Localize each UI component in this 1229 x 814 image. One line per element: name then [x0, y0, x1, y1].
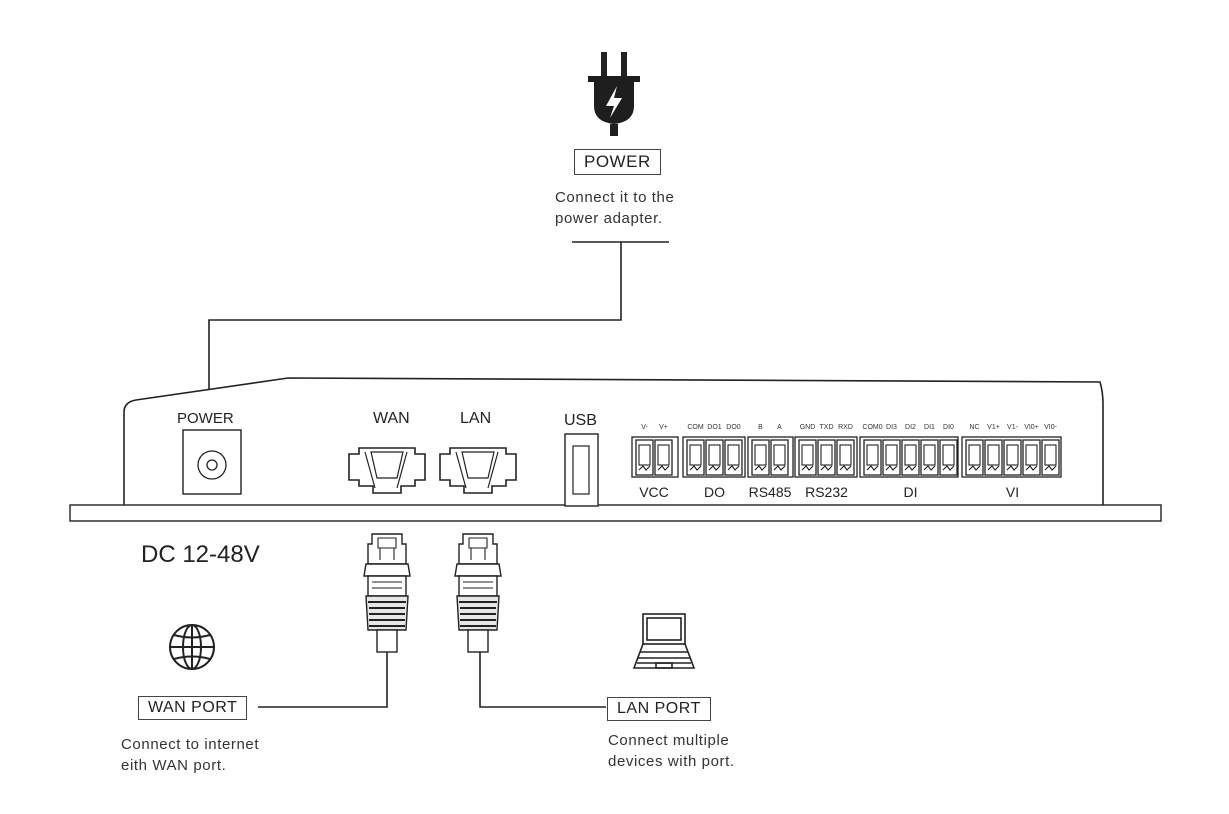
terminal-pin-vi-2 [1003, 439, 1022, 476]
terminal-pin-label: DI3 [886, 424, 897, 431]
terminal-pin-label: V1+ [987, 424, 1000, 431]
terminal-pin-vcc-1 [654, 439, 673, 476]
terminal-group-label-vcc: VCC [639, 484, 669, 500]
terminal-pin-label: V+ [659, 424, 668, 431]
wan-desc-line1: Connect to internet [121, 736, 260, 753]
terminal-group-label-di: DI [903, 484, 918, 500]
globe-icon [169, 624, 215, 670]
laptop-icon [632, 613, 696, 669]
terminal-pin-label: DI0 [943, 424, 954, 431]
terminal-pin-di-1 [882, 439, 901, 476]
power-desc-line2: power adapter. [555, 210, 663, 227]
wan-port-tag: WAN PORT [138, 696, 248, 720]
terminal-pin-label: GND [799, 424, 816, 431]
terminal-pin-rs232-1 [817, 439, 836, 476]
terminal-pin-label: DO1 [707, 424, 722, 431]
lan-desc-line2: devices with port. [608, 753, 735, 770]
lan-desc-line1: Connect multiple [608, 732, 730, 749]
terminal-pin-label: DI1 [924, 424, 935, 431]
terminal-group-label-rs485: RS485 [748, 484, 792, 500]
terminal-pin-vi-3 [1022, 439, 1041, 476]
terminal-group-label-do: DO [704, 484, 725, 500]
device-wan-label: WAN [373, 410, 410, 427]
terminal-pin-rs232-0 [798, 439, 817, 476]
terminal-pin-vi-4 [1041, 439, 1060, 476]
terminal-pin-label: V1- [1007, 424, 1018, 431]
terminal-pin-vi-1 [984, 439, 1003, 476]
terminal-pin-label: VI0+ [1024, 424, 1039, 431]
terminal-pin-vcc-0 [635, 439, 654, 476]
device-lan-label: LAN [460, 410, 492, 427]
terminal-pin-label: COM0 [862, 424, 883, 431]
terminal-pin-rs232-2 [836, 439, 855, 476]
terminal-pin-do-1 [705, 439, 724, 476]
power-tag: POWER [574, 149, 661, 175]
terminal-pin-do-2 [724, 439, 743, 476]
terminal-pin-label: DO0 [726, 424, 741, 431]
terminal-pin-di-4 [939, 439, 958, 476]
terminal-pin-label: B [758, 424, 763, 431]
terminal-pin-di-2 [901, 439, 920, 476]
terminal-pin-rs485-0 [751, 439, 770, 476]
power-desc-line1: Connect it to the [555, 189, 675, 206]
device-power-label: POWER [177, 410, 234, 427]
device-usb-label: USB [564, 412, 597, 429]
terminal-pin-label: COM [687, 424, 704, 431]
terminal-pin-label: TXD [819, 424, 834, 431]
terminal-pin-di-0 [863, 439, 882, 476]
terminal-pin-label: NC [969, 424, 980, 431]
terminal-pin-label: RXD [838, 424, 853, 431]
terminal-group-label-rs232: RS232 [805, 484, 848, 500]
wan-desc-line2: eith WAN port. [121, 757, 227, 774]
terminal-pin-di-3 [920, 439, 939, 476]
terminal-pin-label: A [777, 424, 782, 431]
lan-port-tag: LAN PORT [607, 697, 711, 721]
terminal-pin-label: VI0- [1044, 424, 1057, 431]
voltage-label: DC 12-48V [141, 541, 260, 568]
terminal-pin-label: DI2 [905, 424, 916, 431]
plug-icon [588, 52, 640, 136]
terminal-pin-vi-0 [965, 439, 984, 476]
terminal-pin-do-0 [686, 439, 705, 476]
terminal-pin-rs485-1 [770, 439, 789, 476]
terminal-group-label-vi: VI [1005, 484, 1020, 500]
terminal-pin-label: V- [641, 424, 648, 431]
